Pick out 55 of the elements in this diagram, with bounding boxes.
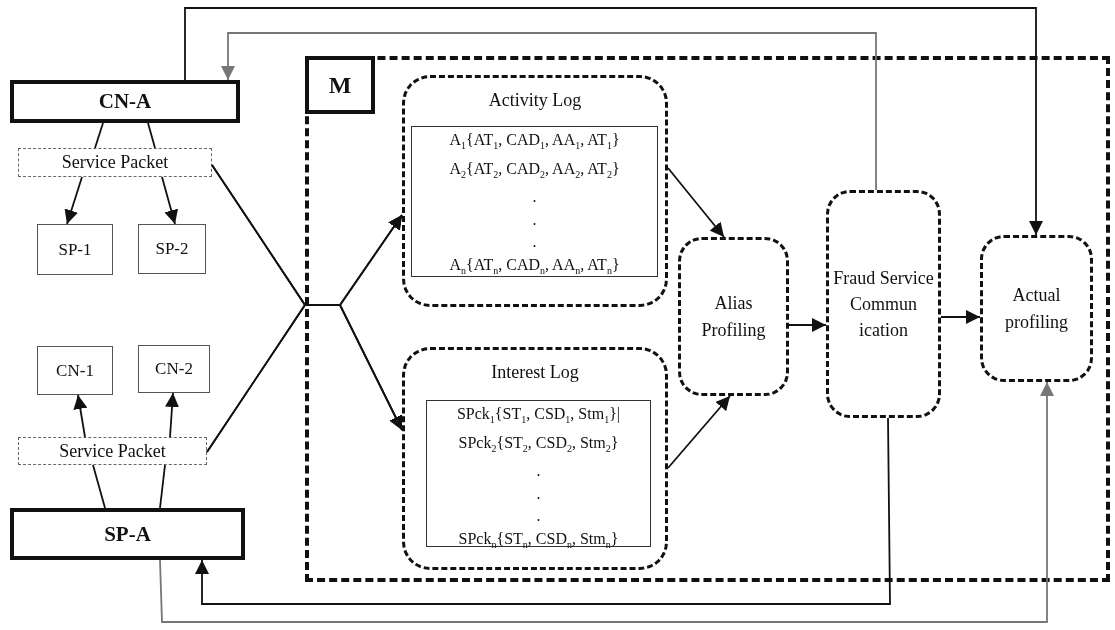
node-label: CN-2 [155, 359, 193, 379]
log-entry: A$_{1}${AT$_{1}$, CAD$_{1}$, AA$_{1}$, AT$_{1}$} [448, 130, 621, 154]
arrow [195, 417, 891, 605]
process-box [826, 190, 941, 418]
node-label: SP-A [104, 521, 151, 547]
arrow [184, 7, 1043, 236]
log-title: Interest Log [490, 362, 580, 383]
node-label: SP-2 [155, 239, 189, 259]
entry-list-box [426, 400, 651, 547]
entity-box [10, 80, 240, 123]
arrow [667, 167, 725, 238]
node-label: Actual profiling [1004, 284, 1069, 334]
arrow [206, 304, 403, 453]
node-label: Service Packet [59, 440, 166, 462]
entry-list-box [411, 126, 658, 277]
node-label: Fraud Service Commun ication [832, 266, 935, 343]
log-entry: . [531, 187, 538, 208]
arrow [667, 395, 731, 469]
log-title: Activity Log [487, 90, 583, 111]
arrow [73, 394, 88, 438]
log-entry: A$_{n}${AT$_{n}$, CAD$_{n}$, AA$_{n}$, AT$_{n}$} [448, 254, 621, 279]
arrow [221, 32, 877, 191]
log-entry: . [531, 209, 538, 230]
node-label: CN-A [98, 89, 152, 114]
node-label: SP-1 [58, 239, 92, 260]
log-container [402, 75, 668, 307]
log-entry: SPck$_{1}${ST$_{1}$, CSD$_{1}$, Stm$_{1}$}| [455, 404, 622, 428]
arrow [159, 381, 1054, 623]
arrow [940, 310, 981, 324]
log-entry: . [531, 232, 538, 253]
log-entry: SPck$_{n}${ST$_{n}$, CSD$_{n}$, Stm$_{n}$} [457, 528, 620, 553]
consumer-box [37, 346, 113, 395]
arrow [165, 392, 180, 438]
log-entry: . [535, 483, 542, 504]
node-label: Service Packet [61, 152, 169, 173]
node-label: CN-1 [56, 360, 94, 381]
provider-box [138, 224, 206, 274]
provider-box [37, 224, 113, 275]
packet-box [18, 148, 212, 177]
section-label: M [305, 56, 375, 114]
log-entry: . [535, 506, 542, 527]
process-box [980, 235, 1093, 382]
consumer-box [138, 345, 210, 393]
arrow [161, 176, 178, 225]
process-box [678, 237, 789, 396]
arrow [64, 176, 83, 225]
entity-box [10, 508, 245, 560]
arrow [788, 318, 827, 332]
node-label: Alias Profiling [700, 292, 767, 342]
log-entry: A$_{2}${AT$_{2}$, CAD$_{2}$, AA$_{2}$, AT$_{2}$} [448, 158, 621, 182]
log-entry: SPck$_{2}${ST$_{2}$, CSD$_{2}$, Stm$_{2}$} [457, 432, 620, 456]
log-entry: . [535, 461, 542, 482]
module-boundary [305, 56, 1110, 582]
log-container [402, 347, 668, 570]
packet-box [18, 437, 207, 465]
